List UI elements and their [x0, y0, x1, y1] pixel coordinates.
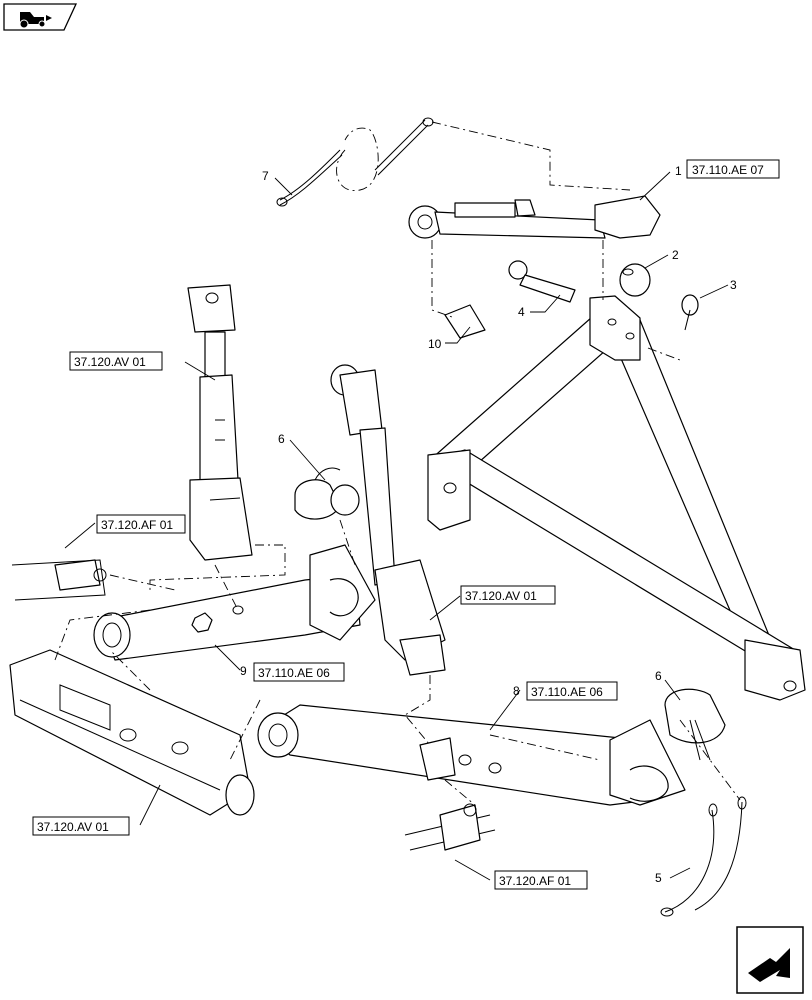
- leader-lines: [64, 171, 729, 881]
- ref-lower-arm-right[interactable]: 37.110.AE 06: [526, 681, 618, 701]
- callout-labels: 1 2 3 4 10 7 6 6 5 8 9: [240, 164, 737, 885]
- chain-5: [660, 796, 747, 917]
- left-pivot-bracket: [11, 559, 107, 601]
- svg-text:37.110.AE 06: 37.110.AE 06: [531, 685, 603, 699]
- a-frame: [427, 295, 806, 701]
- pin: [508, 260, 576, 303]
- left-lift-rod: [187, 284, 253, 561]
- svg-text:37.110.AE 06: 37.110.AE 06: [258, 666, 330, 680]
- callout-2: 2: [672, 248, 679, 262]
- pin-10: [444, 304, 486, 339]
- ref-top-link[interactable]: 37.110.AE 07: [686, 159, 780, 179]
- ref-left-upper-link[interactable]: 37.120.AV 01: [69, 351, 163, 371]
- ref-lower-arm-left[interactable]: 37.110.AE 06: [253, 662, 345, 682]
- svg-text:37.110.AE 07: 37.110.AE 07: [692, 163, 764, 177]
- callout-9: 9: [240, 664, 247, 678]
- stabilizer-ball-lower: [664, 688, 726, 761]
- callout-10: 10: [428, 337, 442, 351]
- ref-bottom-beam[interactable]: 37.120.AV 01: [32, 816, 130, 836]
- rear-beam: [9, 649, 255, 816]
- svg-text:37.120.AV 01: 37.120.AV 01: [465, 589, 537, 603]
- callout-5: 5: [655, 871, 662, 885]
- callout-6-lower: 6: [655, 669, 662, 683]
- lower-arm-left: [93, 544, 376, 661]
- callout-6-upper: 6: [278, 432, 285, 446]
- svg-text:37.120.AF 01: 37.120.AF 01: [101, 518, 173, 532]
- assembly-lines: [54, 121, 741, 806]
- svg-text:37.120.AV 01: 37.120.AV 01: [37, 820, 109, 834]
- right-lift-rod: [330, 364, 446, 676]
- callout-4: 4: [518, 305, 525, 319]
- ref-left-pivot[interactable]: 37.120.AF 01: [96, 514, 186, 534]
- svg-text:37.120.AV 01: 37.120.AV 01: [74, 355, 146, 369]
- callout-1: 1: [675, 164, 682, 178]
- svg-text:37.120.AF 01: 37.120.AF 01: [499, 874, 571, 888]
- top-link: [408, 195, 661, 239]
- chain-7: [276, 117, 434, 207]
- tractor-icon[interactable]: [3, 3, 78, 31]
- ref-bottom-pivot[interactable]: 37.120.AF 01: [494, 870, 588, 890]
- callout-8: 8: [513, 684, 520, 698]
- bottom-pivot-bracket: [404, 803, 496, 851]
- ball-joint: [619, 263, 651, 297]
- next-page-arrow-icon[interactable]: [736, 926, 804, 994]
- callout-7: 7: [262, 169, 269, 183]
- ref-right-upper-link[interactable]: 37.120.AV 01: [460, 585, 556, 605]
- stabilizer-ball-upper: [294, 467, 360, 520]
- lynch-pin: [681, 294, 699, 331]
- lower-arm-right: [257, 704, 686, 806]
- callout-3: 3: [730, 278, 737, 292]
